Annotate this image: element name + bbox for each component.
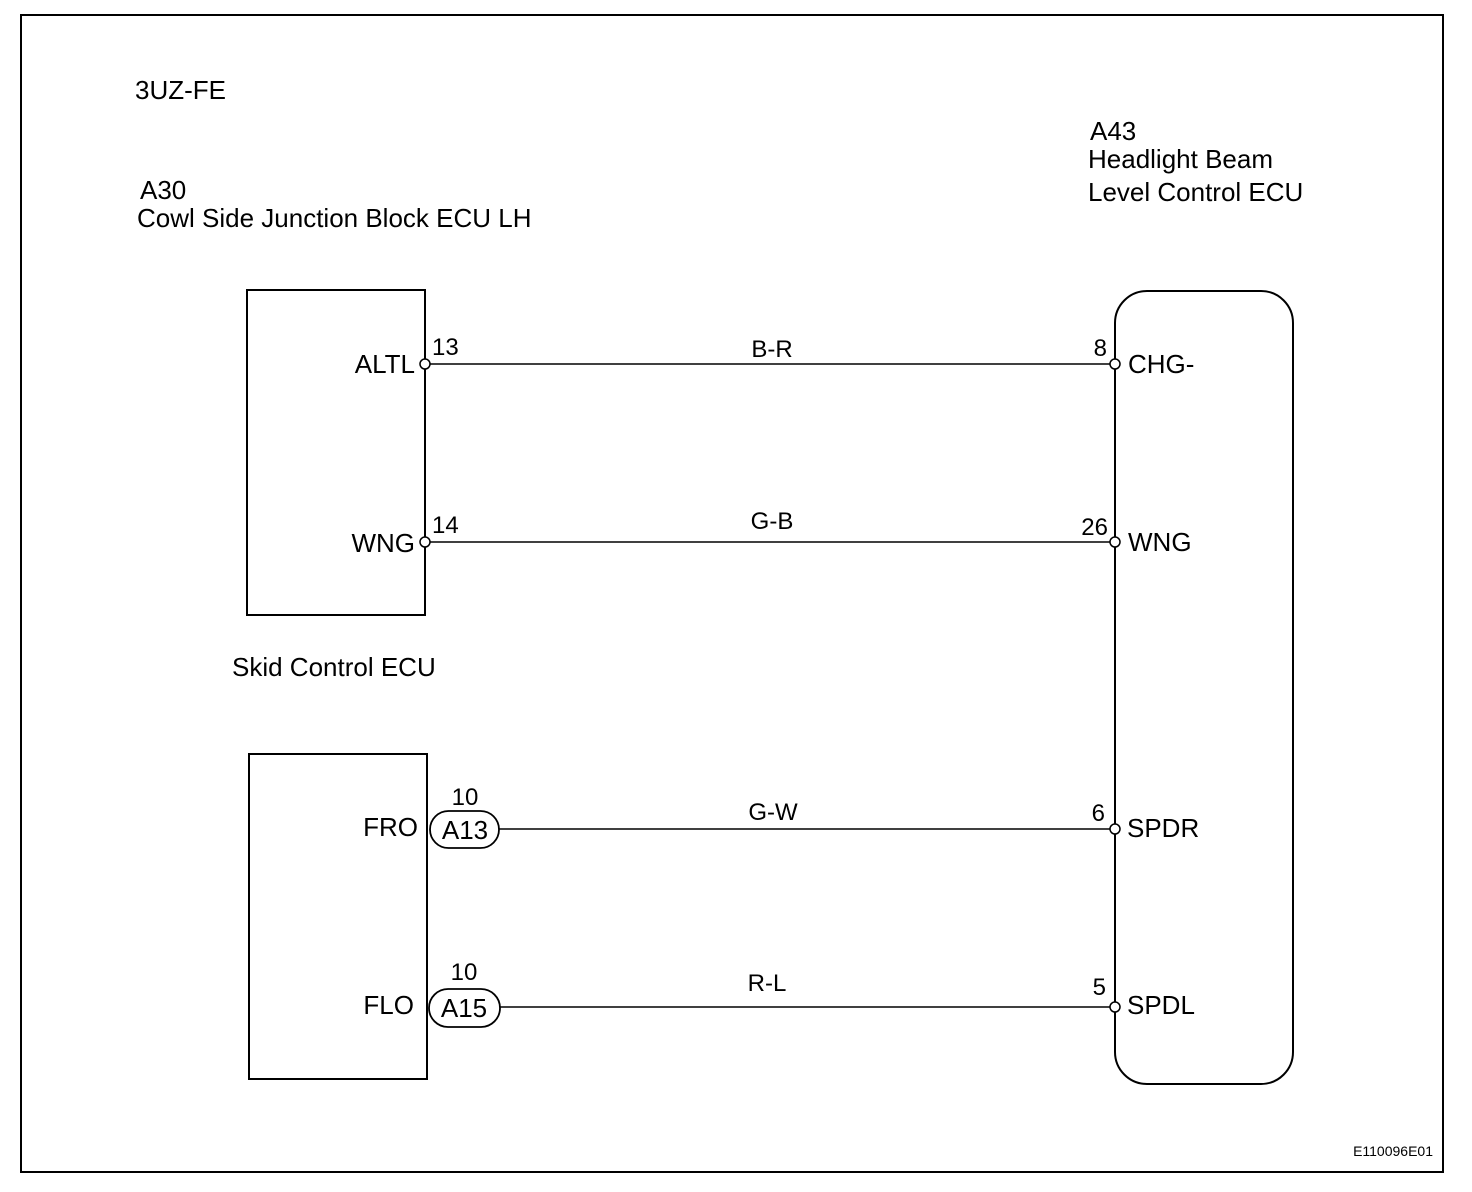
terminal-dot — [1109, 1001, 1121, 1013]
terminal-dot — [1109, 536, 1121, 548]
skid-ecu-box — [248, 753, 428, 1080]
wire-wng-wng: WNG 14 G-B 26 WNG — [351, 508, 1191, 558]
wire-color-code: G-B — [751, 508, 794, 535]
wire-color-code: G-W — [748, 799, 798, 826]
wire-color-code: R-L — [748, 970, 787, 997]
terminal-label: FLO — [363, 990, 414, 1020]
headlight-ecu-name-line2: Level Control ECU — [1088, 177, 1303, 207]
engine-label: 3UZ-FE — [135, 75, 226, 105]
junction-block-box — [246, 289, 426, 616]
pin-number: 8 — [1094, 335, 1107, 362]
terminal-label: WNG — [1128, 527, 1192, 557]
connector-oval — [429, 810, 500, 849]
skid-ecu-name: Skid Control ECU — [232, 652, 436, 682]
terminal-label: SPDR — [1127, 813, 1199, 843]
junction-block-code: A30 — [140, 175, 186, 205]
pin-number: 26 — [1081, 514, 1108, 541]
pin-number: 6 — [1092, 800, 1105, 827]
terminal-dot — [1109, 358, 1121, 370]
wire-flo-spdl: FLO 10 A15 R-L 5 SPDL — [363, 959, 1195, 1028]
terminal-dot — [419, 536, 431, 548]
terminal-label: CHG- — [1128, 349, 1194, 379]
pin-number: 5 — [1093, 974, 1106, 1001]
headlight-ecu-box — [1114, 290, 1294, 1085]
terminal-dot — [1109, 823, 1121, 835]
figure-code: E110096E01 — [1353, 1143, 1433, 1159]
headlight-ecu-code: A43 — [1090, 116, 1136, 146]
connector-oval — [428, 988, 501, 1028]
wire-fro-spdr: FRO 10 A13 G-W 6 SPDR — [363, 784, 1199, 849]
terminal-label: ALTL — [355, 349, 415, 379]
terminal-label: SPDL — [1127, 990, 1195, 1020]
pin-number: 13 — [432, 334, 459, 361]
terminal-label: WNG — [351, 528, 415, 558]
connector-code: A15 — [441, 993, 487, 1023]
pin-number: 14 — [432, 512, 459, 539]
headlight-ecu-name-line1: Headlight Beam — [1088, 144, 1273, 174]
wire-color-code: B-R — [751, 336, 792, 363]
pin-number: 10 — [452, 784, 479, 811]
junction-block-name: Cowl Side Junction Block ECU LH — [137, 203, 532, 233]
pin-number: 10 — [451, 959, 478, 986]
diagram-frame — [20, 14, 1444, 1173]
wire-altl-chg: ALTL 13 B-R 8 CHG- — [355, 334, 1195, 379]
connector-code: A13 — [442, 815, 488, 845]
terminal-dot — [419, 358, 431, 370]
terminal-label: FRO — [363, 812, 418, 842]
